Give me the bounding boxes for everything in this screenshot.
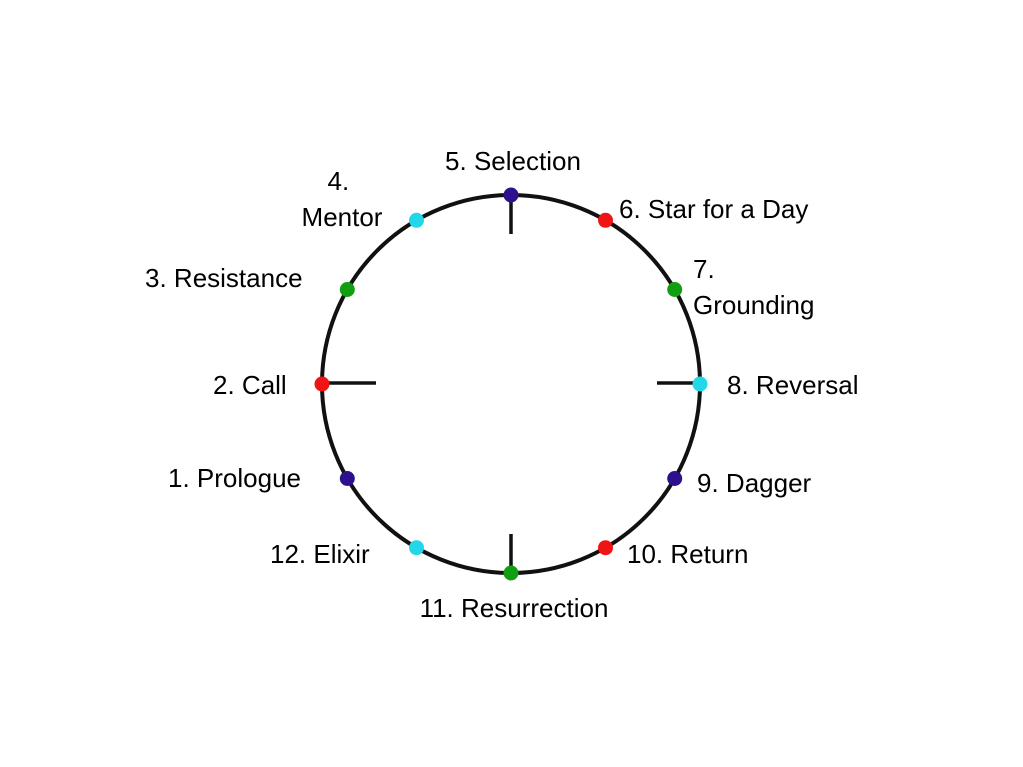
stage-label-1: 1. Prologue — [168, 463, 301, 493]
stage-number-10: 10. — [627, 539, 663, 569]
stage-name-4: Mentor — [302, 202, 383, 232]
stage-number-7: 7. — [693, 254, 715, 284]
stage-label-9: 9. Dagger — [697, 468, 812, 498]
stage-label-2: 2. Call — [213, 370, 287, 400]
stage-marker-2 — [314, 376, 330, 392]
stage-marker-1 — [339, 471, 355, 486]
stage-name-12: Elixir — [313, 539, 370, 569]
stage-marker-10 — [598, 540, 613, 556]
stage-number-8: 8. — [727, 370, 749, 400]
stage-marker-9 — [667, 471, 683, 486]
stage-name-2: Call — [242, 370, 287, 400]
stage-number-1: 1. — [168, 463, 190, 493]
stage-marker-3 — [339, 282, 355, 297]
stage-number-6: 6. — [619, 194, 641, 224]
stage-name-8: Reversal — [756, 370, 859, 400]
stage-label-6: 6. Star for a Day — [619, 194, 808, 224]
stage-number-12: 12. — [270, 539, 306, 569]
stage-marker-6 — [598, 212, 613, 228]
stage-marker-7 — [667, 282, 683, 297]
stage-label-4: 4. Mentor — [302, 166, 383, 232]
stage-name-9: Dagger — [726, 468, 812, 498]
stage-marker-12 — [409, 540, 424, 556]
stage-name-11: Resurrection — [461, 593, 608, 623]
stage-name-1: Prologue — [197, 463, 301, 493]
stage-label-7: 7. Grounding — [693, 254, 814, 320]
stage-label-3: 3. Resistance — [145, 263, 303, 293]
stage-label-8: 8. Reversal — [727, 370, 859, 400]
stage-marker-8 — [692, 376, 708, 392]
stage-name-6: Star for a Day — [648, 194, 808, 224]
stage-number-9: 9. — [697, 468, 719, 498]
cycle-ring — [320, 193, 702, 575]
stage-name-3: Resistance — [174, 263, 303, 293]
stage-number-3: 3. — [145, 263, 167, 293]
stage-number-4: 4. — [328, 166, 350, 196]
stage-label-5: 5. Selection — [445, 146, 581, 176]
stage-marker-4 — [409, 212, 424, 228]
stage-name-10: Return — [670, 539, 748, 569]
stage-number-2: 2. — [213, 370, 235, 400]
stage-name-5: Selection — [474, 146, 581, 176]
stage-number-11: 11. — [420, 593, 454, 623]
stage-marker-5 — [503, 187, 519, 203]
stage-name-7: Grounding — [693, 290, 814, 320]
stage-marker-11 — [503, 565, 519, 581]
stage-number-5: 5. — [445, 146, 467, 176]
stage-label-10: 10. Return — [627, 539, 748, 569]
stage-label-12: 12. Elixir — [270, 539, 370, 569]
stage-label-11: 11. Resurrection — [420, 593, 609, 623]
